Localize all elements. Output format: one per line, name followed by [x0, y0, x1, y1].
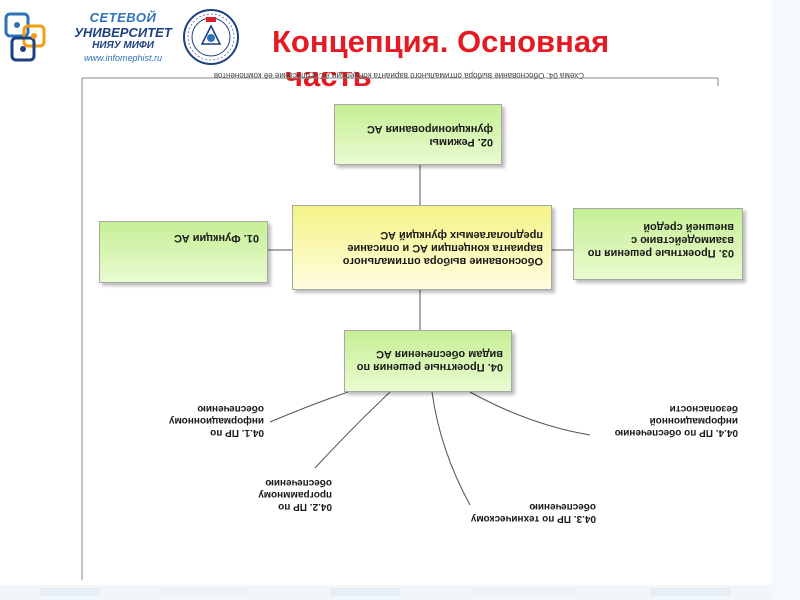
node-right-label: 03. Проектные решения по взаимодействию … [587, 221, 734, 259]
page-title: Концепция. Основная [272, 24, 610, 59]
branch-4 [469, 391, 591, 436]
node-right: 03. Проектные решения по взаимодействию … [573, 208, 743, 280]
node-center: Обоснование выбора оптимального варианта… [292, 205, 552, 290]
logo-line-2: УНИВЕРСИТЕТ [74, 25, 172, 40]
node-left: 01. Функции АС [99, 221, 268, 283]
branch-3 [431, 391, 471, 506]
node-bottom: 04. Проектные решения по видам обеспечен… [344, 330, 512, 392]
node-bottom-label: 04. Проектные решения по видам обеспечен… [356, 348, 503, 373]
logo-text: СЕТЕВОЙ УНИВЕРСИТЕТ НИЯУ МИФИ www.infome… [64, 10, 182, 64]
node-top: 02. Режимы функционирования АС [334, 104, 502, 165]
leaf-1: 04.1. ПР по информационному обеспечению [168, 403, 264, 438]
node-center-label: Обоснование выбора оптимального варианта… [342, 229, 543, 267]
title-tail: часть [285, 72, 385, 98]
logo-line-3: НИЯУ МИФИ [92, 40, 154, 51]
branch-2 [314, 391, 391, 469]
logo-line-1: СЕТЕВОЙ [89, 10, 157, 25]
network-logo-icon [4, 12, 46, 62]
network-university-logo: СЕТЕВОЙ УНИВЕРСИТЕТ НИЯУ МИФИ www.infome… [2, 8, 180, 70]
leaf-3: 04.3. ПР по техническому обеспечению [470, 501, 596, 524]
node-top-label: 02. Режимы функционирования АС [366, 123, 493, 148]
leaf-4: 04.4. ПР по обеспечению информационной б… [614, 403, 738, 438]
branch-1 [269, 391, 349, 423]
node-left-label: 01. Функции АС [174, 232, 259, 244]
logo-url: www.infomephist.ru [83, 53, 163, 63]
leaf-2: 04.2. ПР по программному обеспечению [258, 477, 332, 512]
university-emblem-icon [183, 9, 239, 65]
title-tail-text: часть [285, 72, 372, 93]
